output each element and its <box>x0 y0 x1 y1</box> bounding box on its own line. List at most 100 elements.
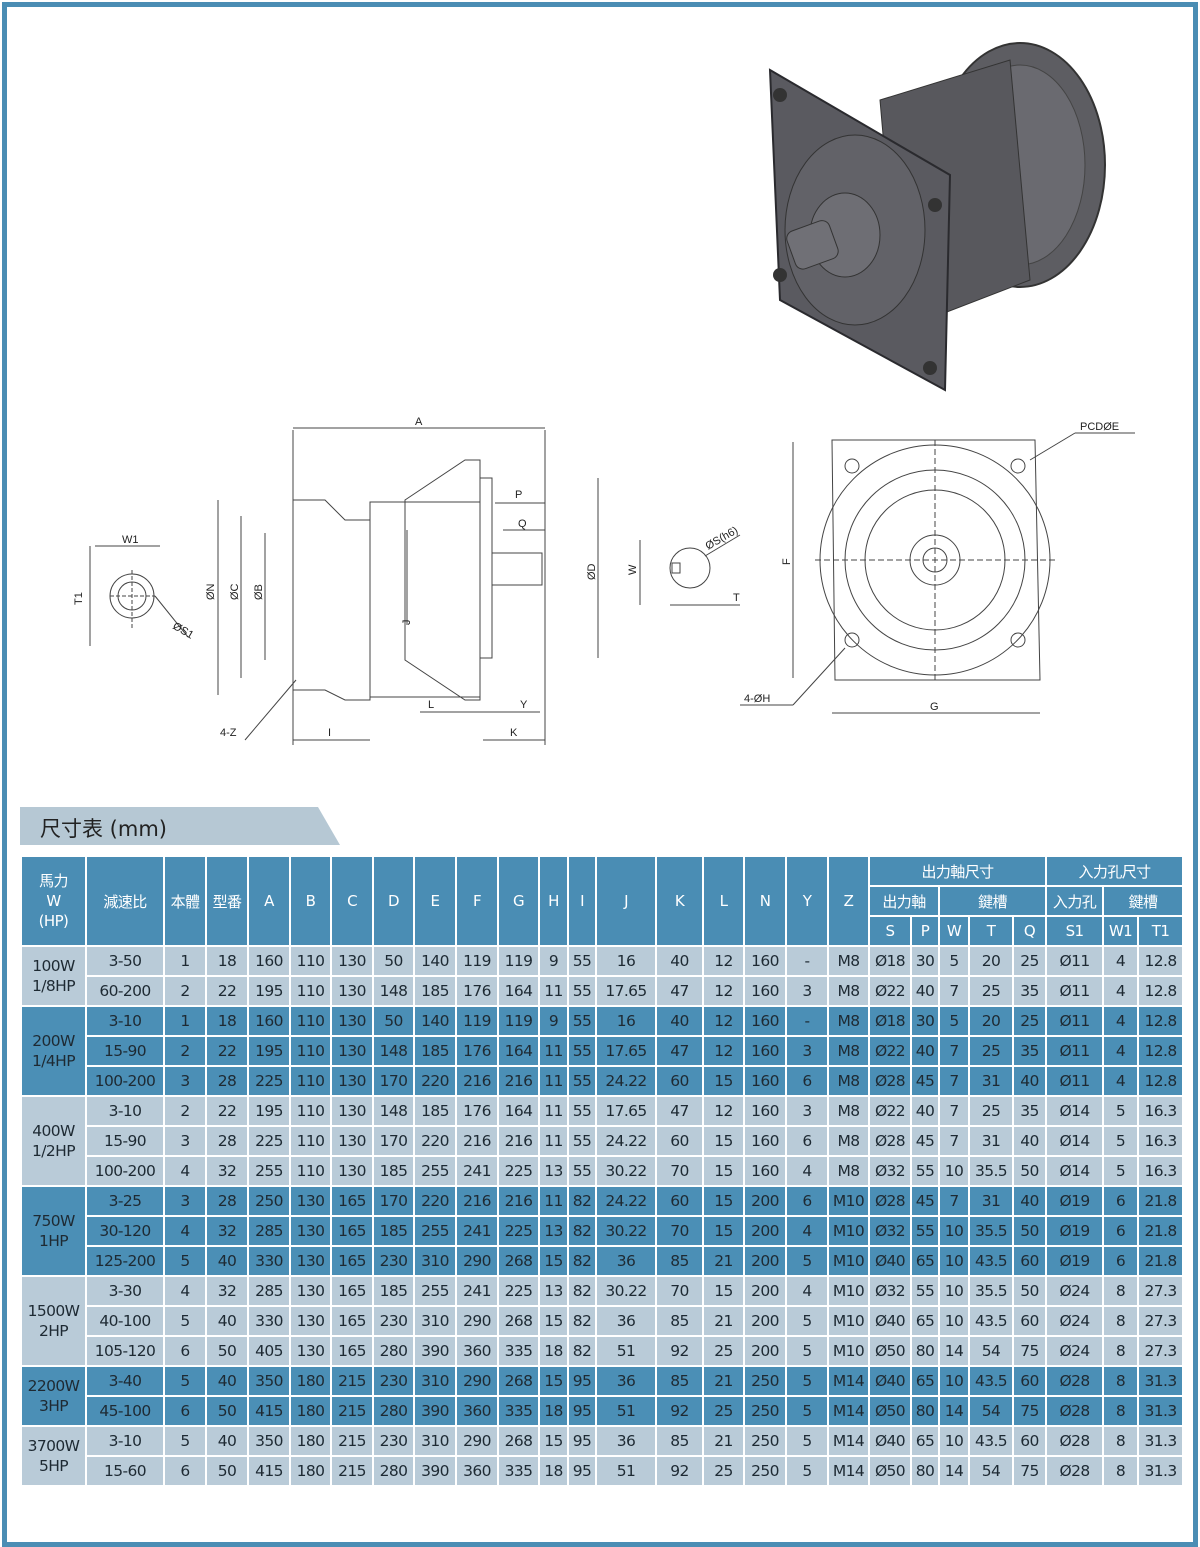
table-cell: 50 <box>205 1455 249 1487</box>
table-cell: 13 <box>538 1275 569 1307</box>
table-cell: 164 <box>497 1095 540 1127</box>
column-header: J <box>595 855 657 947</box>
table-cell: 18 <box>205 1005 249 1037</box>
table-cell: 241 <box>455 1275 499 1307</box>
dim-label-j: J <box>401 620 413 626</box>
table-cell: 5 <box>163 1305 207 1337</box>
table-cell: 75 <box>1011 1395 1048 1427</box>
table-cell: 250 <box>743 1455 787 1487</box>
table-cell: 3-30 <box>85 1275 165 1307</box>
table-cell: 148 <box>372 1095 415 1127</box>
table-cell: 1 <box>163 945 207 977</box>
table-cell: 195 <box>247 1035 291 1067</box>
table-cell: Ø50 <box>868 1335 912 1367</box>
table-cell: 176 <box>455 1095 499 1127</box>
table-cell: 17.65 <box>595 975 657 1007</box>
table-cell: 18 <box>205 945 249 977</box>
table-cell: Ø18 <box>868 1005 912 1037</box>
table-cell: Ø32 <box>868 1275 912 1307</box>
table-cell: 40 <box>910 975 940 1007</box>
table-cell: 5 <box>938 1005 970 1037</box>
table-cell: 110 <box>289 1155 332 1187</box>
hp-horsepower: 2HP <box>38 1322 69 1340</box>
table-cell: 268 <box>497 1245 540 1277</box>
dim-label-q: Q <box>518 518 527 530</box>
column-header: 本體 <box>163 855 207 947</box>
table-cell: Ø28 <box>1045 1365 1105 1397</box>
table-cell: 2 <box>163 1095 207 1127</box>
hp-watts: 200W <box>32 1032 75 1050</box>
table-cell: 15 <box>702 1185 745 1217</box>
dim-label-f: F <box>781 558 793 565</box>
table-cell: 140 <box>413 1005 457 1037</box>
table-cell: 92 <box>655 1335 704 1367</box>
table-cell: 185 <box>413 1095 457 1127</box>
table-cell: 125-200 <box>85 1245 165 1277</box>
table-cell: 55 <box>910 1215 940 1247</box>
section-title-band: 尺寸表 (mm) <box>20 807 340 845</box>
table-cell: 40 <box>1011 1125 1048 1157</box>
hp-horsepower: 1/8HP <box>32 977 76 995</box>
table-cell: 40 <box>655 945 704 977</box>
table-cell: 70 <box>655 1155 704 1187</box>
table-cell: 15 <box>702 1275 745 1307</box>
column-header: T <box>968 915 1014 947</box>
column-header: 減速比 <box>85 855 165 947</box>
table-cell: 25 <box>702 1395 745 1427</box>
table-cell: 216 <box>455 1065 499 1097</box>
table-cell: 17.65 <box>595 1095 657 1127</box>
table-cell: 130 <box>330 1065 374 1097</box>
dim-label-a: A <box>415 416 423 428</box>
column-header: 鍵槽 <box>1102 885 1185 917</box>
table-cell: 55 <box>567 1005 597 1037</box>
table-cell: 85 <box>655 1245 704 1277</box>
column-header: 入力孔 <box>1045 885 1105 917</box>
table-cell: 165 <box>330 1305 374 1337</box>
table-cell: 55 <box>910 1275 940 1307</box>
table-cell: Ø14 <box>1045 1125 1105 1157</box>
table-cell: 31 <box>968 1185 1014 1217</box>
table-cell: 390 <box>413 1335 457 1367</box>
table-cell: 255 <box>413 1275 457 1307</box>
table-cell: 119 <box>497 945 540 977</box>
table-cell: 130 <box>330 1125 374 1157</box>
table-cell: 82 <box>567 1245 597 1277</box>
table-cell: 43.5 <box>968 1425 1014 1457</box>
table-cell: 30.22 <box>595 1215 657 1247</box>
table-cell: 130 <box>330 1095 374 1127</box>
table-cell: 31 <box>968 1125 1014 1157</box>
table-cell: 12.8 <box>1137 1065 1185 1097</box>
table-cell: 54 <box>968 1335 1014 1367</box>
hp-horsepower: 1/2HP <box>32 1142 76 1160</box>
table-cell: 160 <box>247 945 291 977</box>
table-cell: 17.65 <box>595 1035 657 1067</box>
table-cell: 215 <box>330 1455 374 1487</box>
table-cell: 130 <box>330 1155 374 1187</box>
table-cell: 415 <box>247 1395 291 1427</box>
table-cell: 225 <box>497 1275 540 1307</box>
table-cell: 216 <box>497 1185 540 1217</box>
table-cell: 360 <box>455 1395 499 1427</box>
table-cell: 180 <box>289 1365 332 1397</box>
table-cell: 230 <box>372 1245 415 1277</box>
table-cell: 130 <box>330 945 374 977</box>
table-cell: 47 <box>655 1035 704 1067</box>
table-cell: 32 <box>205 1155 249 1187</box>
table-cell: M14 <box>827 1395 870 1427</box>
table-cell: 11 <box>538 1065 569 1097</box>
table-cell: 6 <box>785 1185 829 1217</box>
table-cell: Ø19 <box>1045 1215 1105 1247</box>
table-cell: 185 <box>372 1215 415 1247</box>
table-cell: 110 <box>289 1035 332 1067</box>
table-cell: M14 <box>827 1455 870 1487</box>
table-cell: 80 <box>910 1455 940 1487</box>
column-header: 型番 <box>205 855 249 947</box>
table-cell: - <box>785 945 829 977</box>
column-header: S <box>868 915 912 947</box>
dim-label-k: K <box>510 727 518 739</box>
table-cell: 35 <box>1011 1035 1048 1067</box>
table-cell: 110 <box>289 1005 332 1037</box>
